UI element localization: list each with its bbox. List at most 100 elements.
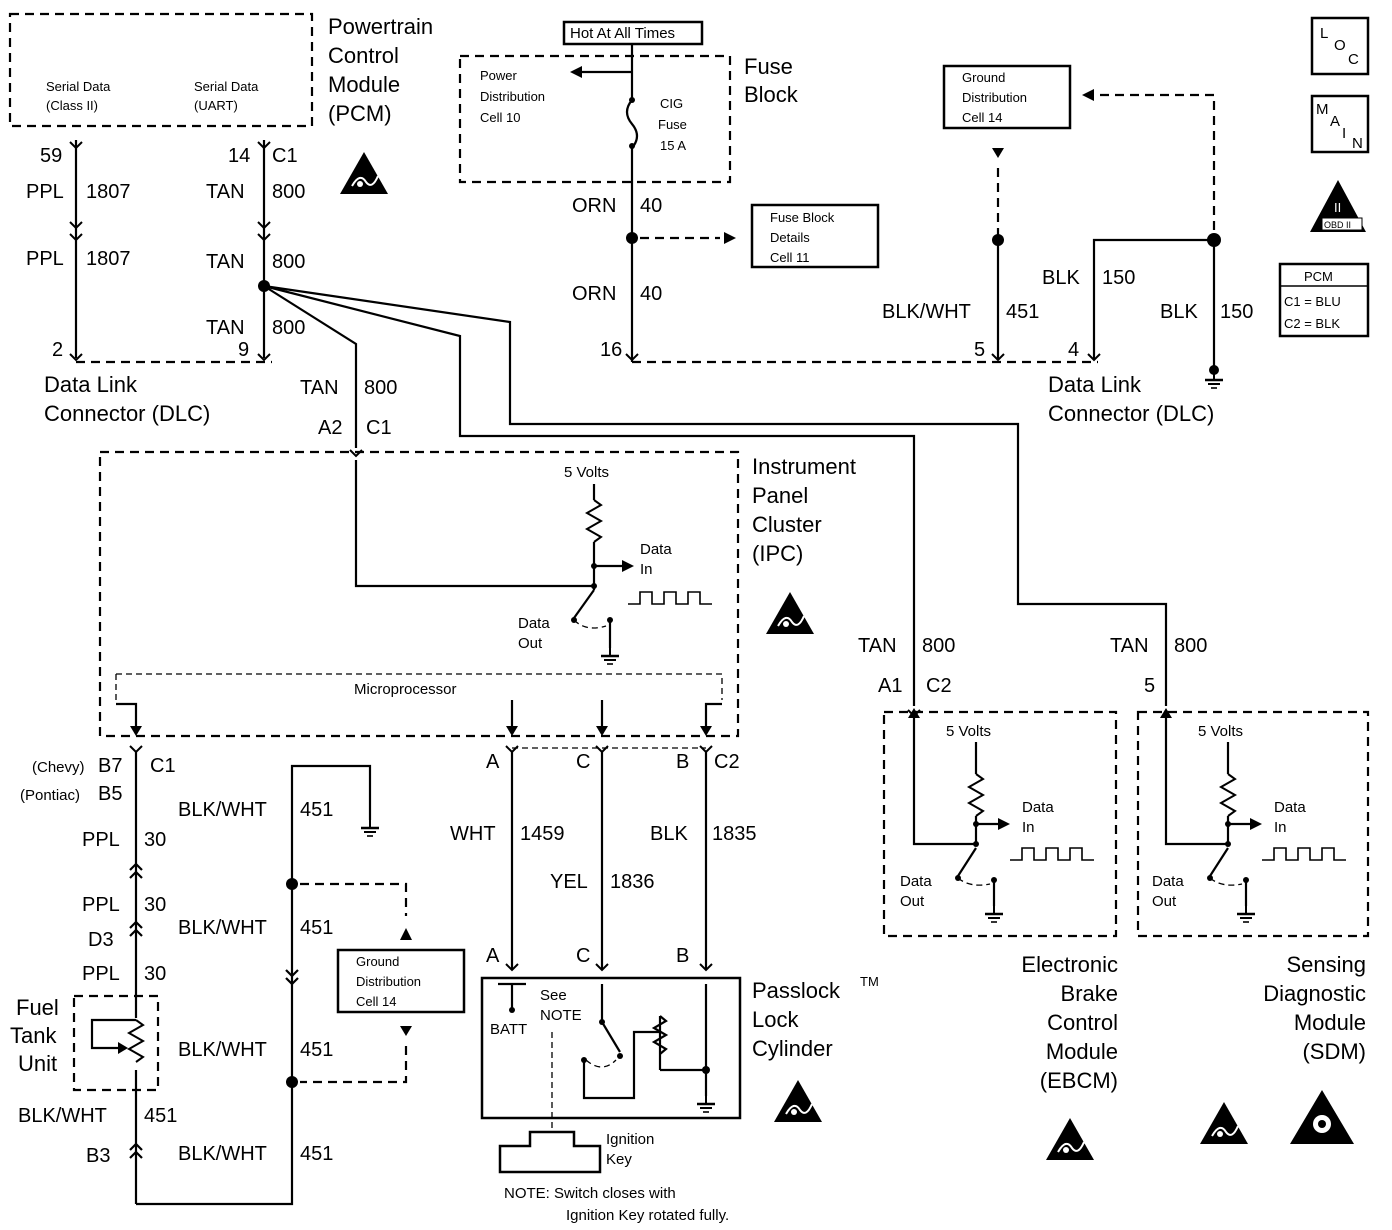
svg-text:30: 30 [144, 829, 166, 851]
svg-text:In: In [1274, 819, 1287, 836]
esd-warning-icon [1045, 1117, 1095, 1161]
svg-text:B: B [676, 751, 689, 773]
svg-text:Data: Data [518, 615, 550, 632]
fuse-block-title: Fuse [744, 54, 793, 79]
svg-text:D3: D3 [88, 929, 114, 951]
svg-text:C: C [576, 751, 590, 773]
svg-text:L: L [1320, 25, 1328, 42]
svg-text:(Class II): (Class II) [46, 98, 98, 113]
svg-text:BLK/WHT: BLK/WHT [178, 799, 267, 821]
svg-text:Tank: Tank [10, 1023, 57, 1048]
svg-text:PPL: PPL [82, 894, 120, 916]
svg-text:(EBCM): (EBCM) [1040, 1068, 1118, 1093]
svg-text:TAN: TAN [300, 377, 339, 399]
svg-text:B5: B5 [98, 783, 122, 805]
svg-text:M: M [1316, 101, 1329, 118]
svg-text:451: 451 [300, 799, 333, 821]
obd-ii-icon: II OBD II [1310, 180, 1366, 232]
wire-to-ebcm [263, 284, 916, 706]
svg-text:Data: Data [640, 541, 672, 558]
svg-text:5 Volts: 5 Volts [564, 464, 609, 481]
svg-text:9: 9 [238, 339, 249, 361]
svg-text:PPL: PPL [82, 829, 120, 851]
svg-text:Key: Key [606, 1151, 632, 1168]
svg-text:TAN: TAN [206, 317, 245, 339]
svg-text:Module: Module [1046, 1039, 1118, 1064]
svg-text:Out: Out [518, 635, 543, 652]
svg-text:1836: 1836 [610, 871, 655, 893]
svg-text:Power: Power [480, 68, 518, 83]
svg-text:Details: Details [770, 230, 810, 245]
svg-text:A: A [486, 751, 500, 773]
ignition-key [498, 1130, 602, 1174]
instrument-panel-cluster [98, 450, 740, 738]
svg-text:PCM: PCM [1304, 269, 1333, 284]
svg-text:A: A [486, 945, 500, 967]
svg-text:A2: A2 [318, 417, 342, 439]
svg-text:ORN: ORN [572, 195, 616, 217]
svg-text:Out: Out [1152, 893, 1177, 910]
svg-text:BLK/WHT: BLK/WHT [18, 1105, 107, 1127]
svg-text:O: O [1334, 37, 1346, 54]
ebcm-title: Electronic [1021, 952, 1118, 977]
svg-text:1835: 1835 [712, 823, 757, 845]
svg-text:14: 14 [228, 145, 250, 167]
svg-text:B3: B3 [86, 1145, 110, 1167]
sdm-module [1136, 710, 1370, 938]
svg-text:Block: Block [744, 82, 799, 107]
svg-text:Control: Control [1047, 1010, 1118, 1035]
svg-text:Distribution: Distribution [356, 974, 421, 989]
svg-text:TM: TM [860, 974, 879, 989]
svg-text:BLK: BLK [1160, 301, 1198, 323]
svg-text:C: C [576, 945, 590, 967]
svg-text:5 Volts: 5 Volts [1198, 723, 1243, 740]
svg-text:5: 5 [974, 339, 985, 361]
svg-text:C2: C2 [926, 675, 952, 697]
svg-text:CIG: CIG [660, 96, 683, 111]
svg-text:Ground: Ground [356, 954, 399, 969]
svg-text:N: N [1352, 135, 1363, 152]
svg-text:16: 16 [600, 339, 622, 361]
svg-text:Hot At All Times: Hot At All Times [570, 25, 675, 42]
svg-text:Unit: Unit [18, 1051, 57, 1076]
svg-text:451: 451 [300, 1143, 333, 1165]
svg-text:30: 30 [144, 894, 166, 916]
svg-text:Diagnostic: Diagnostic [1263, 981, 1366, 1006]
svg-text:800: 800 [272, 181, 305, 203]
svg-text:2: 2 [52, 339, 63, 361]
svg-text:B: B [676, 945, 689, 967]
svg-text:C2 = BLK: C2 = BLK [1284, 316, 1340, 331]
svg-text:Cluster: Cluster [752, 512, 822, 537]
svg-text:Distribution: Distribution [962, 90, 1027, 105]
airbag-warning-icon [1290, 1090, 1354, 1144]
serial-data-uart-label: Serial Data [194, 79, 259, 94]
svg-text:451: 451 [144, 1105, 177, 1127]
wire-blkwht-451 [136, 764, 372, 1206]
svg-text:WHT: WHT [450, 823, 496, 845]
svg-text:Data: Data [1022, 799, 1054, 816]
pcm-connector-table: PCM C1 = BLU C2 = BLK [1278, 262, 1370, 338]
svg-text:PPL: PPL [82, 963, 120, 985]
svg-text:Ignition: Ignition [606, 1131, 654, 1148]
svg-text:NOTE: NOTE [540, 1007, 582, 1024]
svg-text:C1: C1 [366, 417, 392, 439]
esd-warning-icon [773, 1079, 823, 1123]
svg-text:C2: C2 [714, 751, 740, 773]
svg-text:BLK/WHT: BLK/WHT [178, 1039, 267, 1061]
svg-text:TAN: TAN [206, 181, 245, 203]
svg-text:800: 800 [272, 251, 305, 273]
svg-text:B7: B7 [98, 755, 122, 777]
svg-text:59: 59 [40, 145, 62, 167]
svg-text:TAN: TAN [206, 251, 245, 273]
svg-text:Cylinder: Cylinder [752, 1036, 833, 1061]
svg-text:800: 800 [1174, 635, 1207, 657]
svg-text:5 Volts: 5 Volts [946, 723, 991, 740]
svg-text:(SDM): (SDM) [1302, 1039, 1366, 1064]
svg-text:Ignition Key rotated fully.: Ignition Key rotated fully. [566, 1207, 729, 1224]
svg-text:150: 150 [1220, 301, 1253, 323]
svg-text:C: C [1348, 51, 1359, 68]
svg-text:Connector (DLC): Connector (DLC) [44, 401, 210, 426]
svg-text:800: 800 [364, 377, 397, 399]
